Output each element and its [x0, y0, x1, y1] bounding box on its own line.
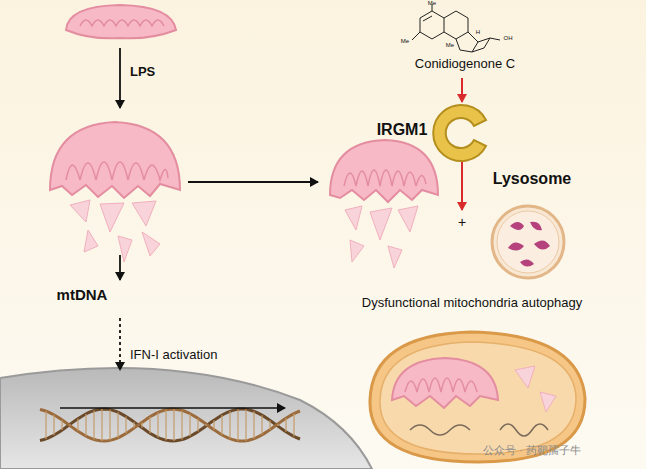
- damaged-mitochondrion: [50, 122, 180, 262]
- transcription-arrow: [60, 407, 285, 409]
- base-pair: [237, 409, 238, 440]
- text-label: mtDNA: [57, 286, 108, 303]
- red-arrow: [461, 78, 463, 102]
- text-label: Dysfunctional mitochondria autophagy: [362, 296, 582, 311]
- base-pair: [141, 422, 142, 427]
- text-label: +: [458, 214, 466, 230]
- base-pair: [117, 412, 118, 437]
- base-pair: [189, 414, 190, 437]
- base-pair: [221, 415, 222, 435]
- base-pair: [197, 418, 198, 431]
- base-pair: [173, 409, 174, 441]
- base-pair: [45, 411, 46, 439]
- base-pair: [77, 419, 78, 432]
- base-pair: [253, 411, 254, 438]
- lysosome: [492, 206, 564, 278]
- atom-label: Me: [428, 0, 436, 7]
- text-label: IFN-I activation: [130, 348, 217, 363]
- watermark: 公众号 · 药靶孺子牛: [483, 444, 581, 457]
- base-pair: [261, 415, 262, 435]
- base-pair: [149, 417, 150, 433]
- autophagosome: [370, 332, 585, 462]
- dna-strand: [40, 409, 300, 441]
- base-pair: [53, 415, 54, 435]
- base-pair: [181, 410, 182, 439]
- text-label: IRGM1: [377, 121, 428, 139]
- base-pair: [61, 420, 62, 430]
- base-pair: [293, 414, 294, 437]
- dna-helix: [40, 408, 300, 441]
- base-pair: [93, 411, 94, 440]
- base-pair: [133, 422, 134, 428]
- chemical-structure: [412, 4, 500, 52]
- mitochondrion: [66, 5, 176, 38]
- base-pair: [205, 424, 206, 426]
- red-arrow: [461, 160, 463, 210]
- atom-label: Me: [446, 42, 454, 49]
- arrow: [188, 181, 318, 183]
- base-pair: [101, 409, 102, 441]
- base-pair: [213, 420, 214, 430]
- base-pair: [69, 424, 70, 425]
- base-pair: [269, 420, 270, 429]
- damaged-mitochondrion: [330, 140, 438, 268]
- arrow: [119, 48, 121, 108]
- base-pair: [165, 410, 166, 440]
- base-pair: [125, 417, 126, 434]
- text-label: Lysosome: [493, 170, 572, 188]
- base-pair: [229, 411, 230, 438]
- base-pair: [285, 418, 286, 431]
- base-pair: [85, 414, 86, 436]
- atom-label: Me: [401, 38, 409, 45]
- nucleus: [0, 368, 372, 469]
- dashed-arrow: [119, 318, 121, 370]
- arrow: [119, 255, 121, 280]
- atom-label: H: [476, 29, 480, 36]
- base-pair: [157, 412, 158, 437]
- atom-label: OH: [504, 35, 513, 42]
- text-label: LPS: [130, 65, 155, 80]
- base-pair: [109, 410, 110, 441]
- dna-strand: [40, 409, 300, 441]
- base-pair: [277, 424, 278, 426]
- text-label: Conidiogenone C: [415, 57, 515, 72]
- base-pair: [245, 409, 246, 440]
- irgm1-protein: [433, 105, 486, 161]
